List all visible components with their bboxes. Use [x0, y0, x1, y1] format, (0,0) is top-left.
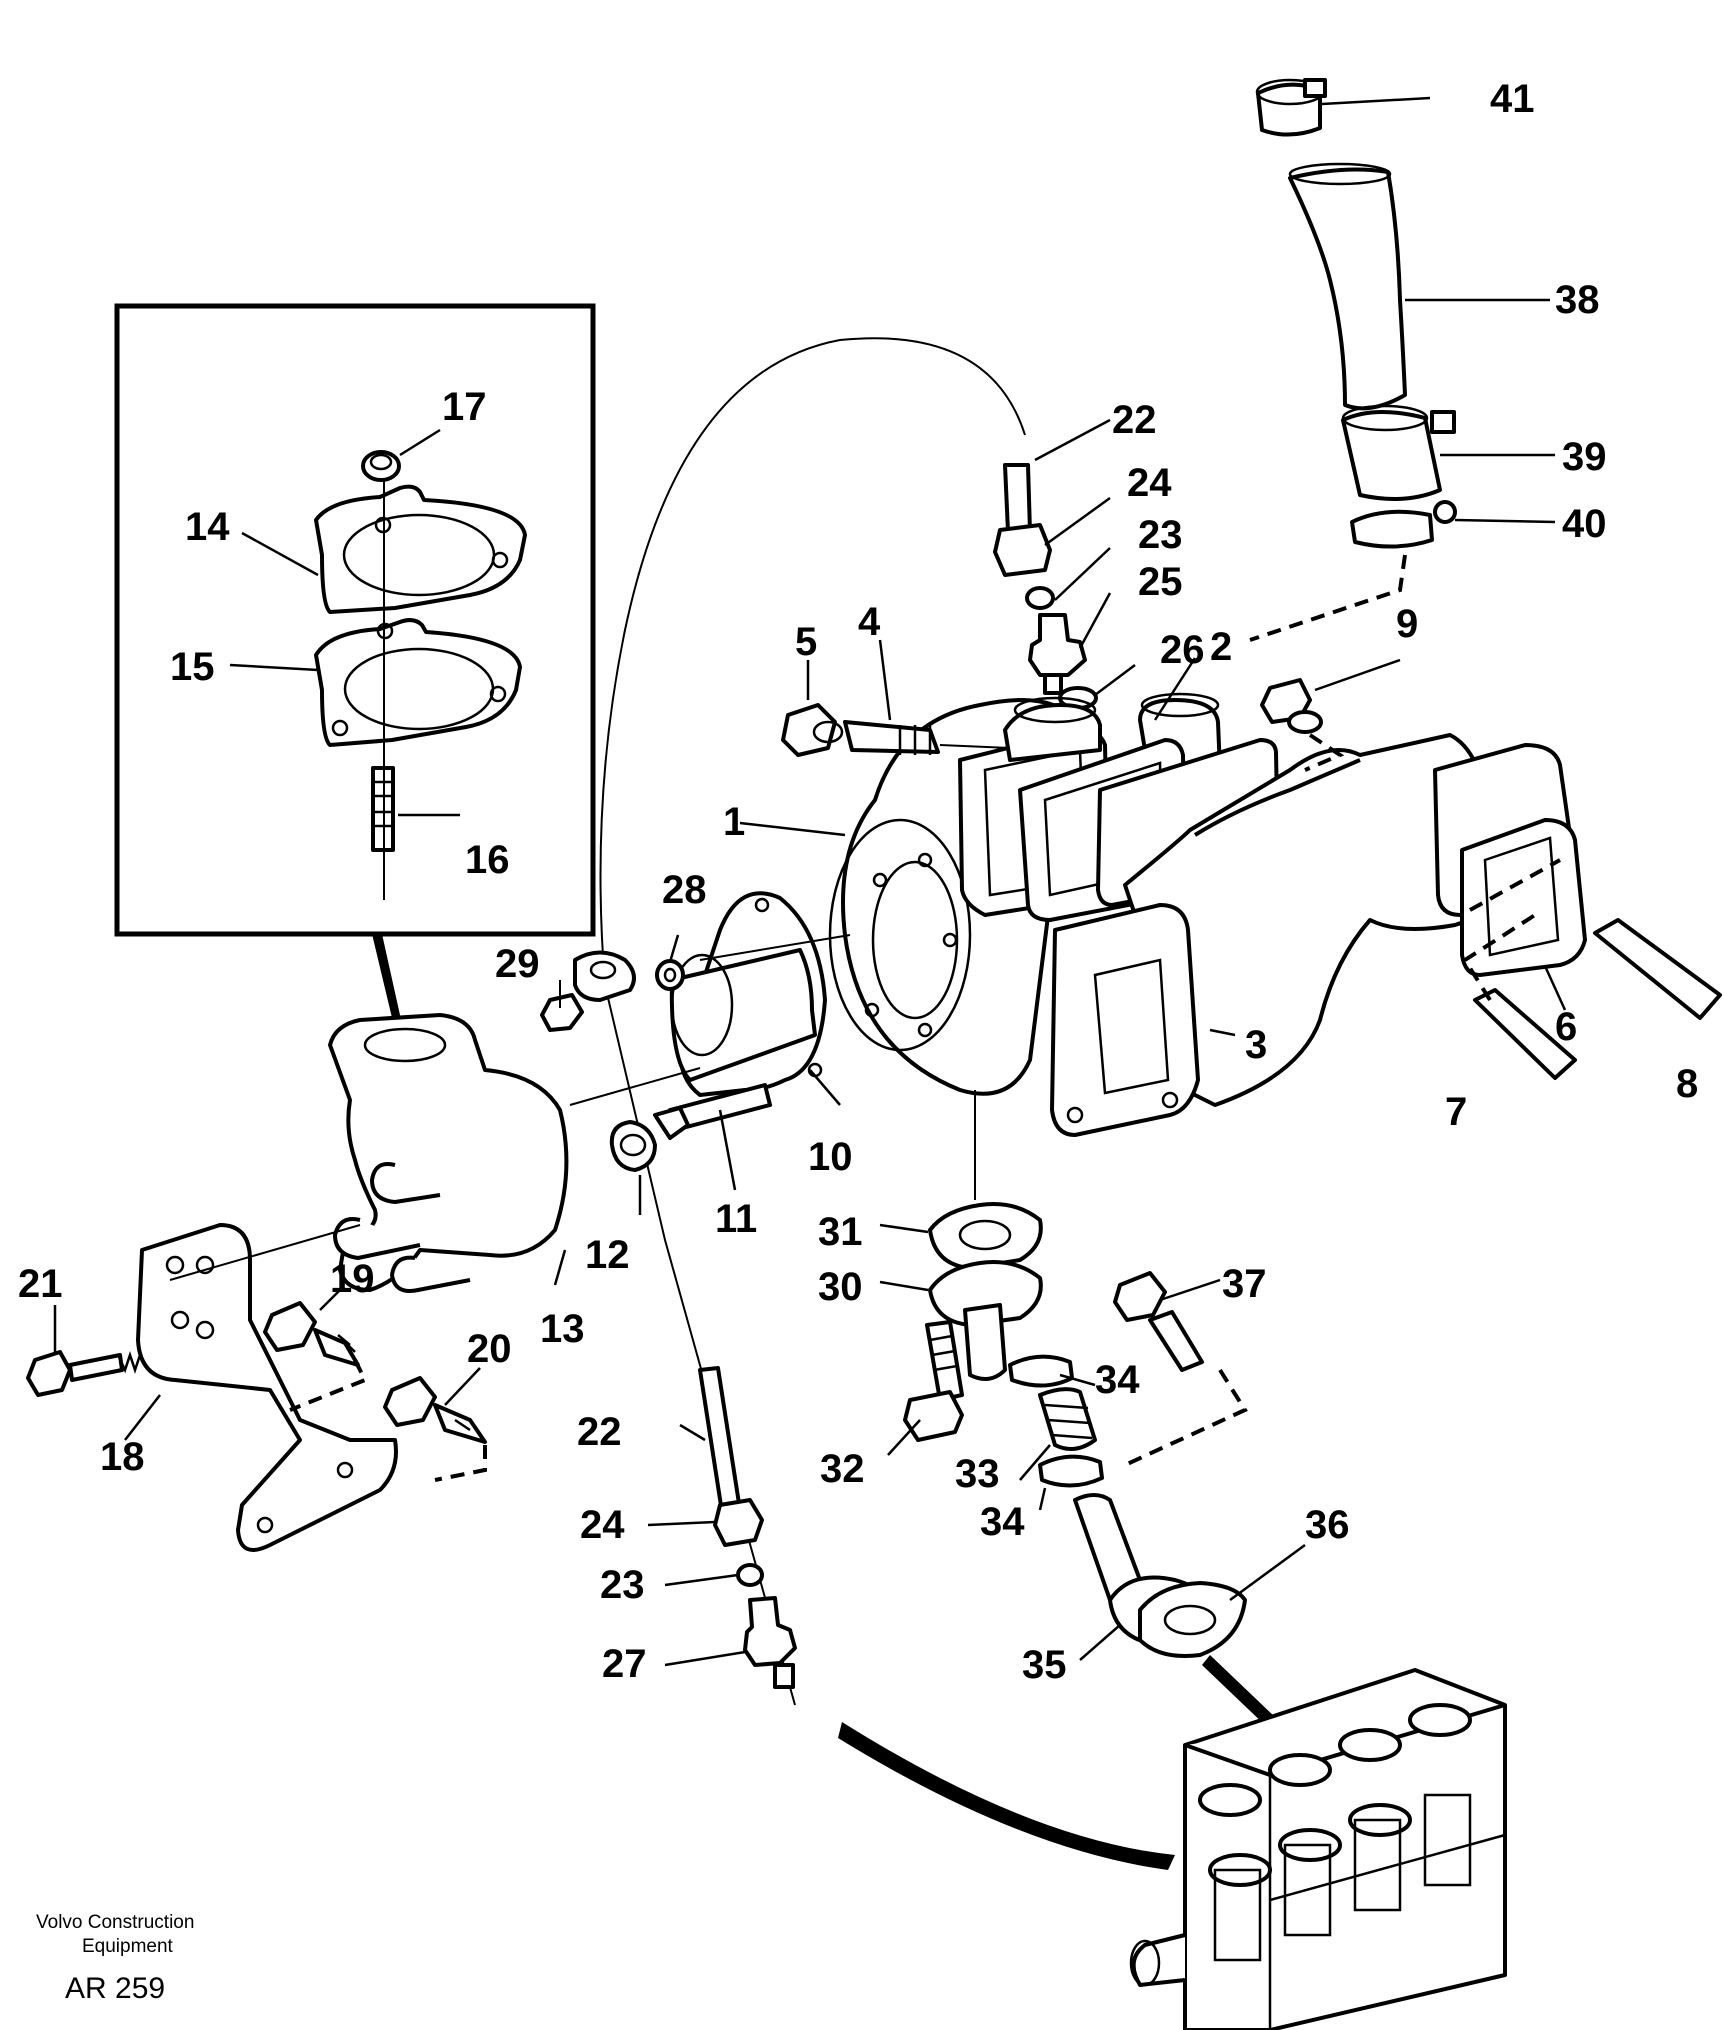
- footer-brand-line2: Equipment: [82, 1936, 174, 1957]
- callout-10: 10: [808, 1135, 853, 1179]
- callout-17: 17: [442, 385, 487, 429]
- callout-34-upper: 34: [1095, 1358, 1140, 1402]
- callout-41: 41: [1490, 77, 1535, 121]
- callout-31: 31: [818, 1210, 863, 1254]
- bracket-18: [26, 1223, 487, 1552]
- callout-11: 11: [715, 1197, 757, 1241]
- gasket-6: [1460, 818, 1587, 1011]
- lower-fittings: [647, 1366, 797, 1689]
- callout-7: 7: [1445, 1090, 1467, 1134]
- callout-29: 29: [495, 942, 540, 986]
- callout-33: 33: [955, 1452, 1000, 1496]
- callout-2: 2: [1210, 625, 1232, 669]
- callout-20: 20: [467, 1327, 512, 1371]
- callout-25: 25: [1138, 560, 1183, 604]
- callout-3: 3: [1245, 1023, 1267, 1067]
- callout-9: 9: [1396, 602, 1418, 646]
- callout-14: 14: [185, 505, 230, 549]
- callout-38: 38: [1555, 278, 1600, 322]
- callout-18: 18: [100, 1435, 145, 1479]
- callout-21: 21: [18, 1262, 63, 1306]
- callout-15: 15: [170, 645, 215, 689]
- callout-36: 36: [1305, 1503, 1350, 1547]
- callout-1: 1: [723, 800, 745, 844]
- callout-40: 40: [1562, 502, 1607, 546]
- callout-37: 37: [1222, 1262, 1267, 1306]
- callout-24-lower: 24: [580, 1503, 625, 1547]
- callout-23-lower: 23: [600, 1563, 645, 1607]
- elbow-13: [328, 1013, 569, 1293]
- callout-22-upper: 22: [1112, 398, 1157, 442]
- engine-block: [1129, 1668, 1507, 2030]
- callout-13: 13: [540, 1307, 585, 1351]
- callout-22-lower: 22: [577, 1410, 622, 1454]
- callout-4: 4: [858, 600, 881, 644]
- bolt-11-nut-12: [609, 1083, 772, 1215]
- callout-24-upper: 24: [1127, 461, 1172, 505]
- callout-8: 8: [1676, 1062, 1698, 1106]
- callout-12: 12: [585, 1233, 630, 1277]
- footer-brand-line1: Volvo Construction: [36, 1912, 194, 1933]
- clip-28-nut-29: [540, 934, 685, 1032]
- oil-return-assembly: [879, 1090, 1306, 1661]
- callout-5: 5: [795, 620, 817, 664]
- callout-16: 16: [465, 838, 510, 882]
- callout-30: 30: [818, 1265, 863, 1309]
- callout-34-lower: 34: [980, 1500, 1025, 1544]
- callout-39: 39: [1562, 435, 1607, 479]
- figure-code: AR 259: [65, 1972, 165, 2005]
- callout-26: 26: [1160, 628, 1205, 672]
- callout-19: 19: [330, 1257, 375, 1301]
- bolt-4-nut-5: [781, 639, 1011, 757]
- upper-pipe-group: [1249, 78, 1556, 642]
- callout-23-upper: 23: [1138, 513, 1183, 557]
- detail-inset: [114, 303, 596, 937]
- upper-fittings: [993, 418, 1136, 710]
- nut-9: [1260, 658, 1401, 772]
- callout-28: 28: [662, 868, 707, 912]
- adapter-10: [569, 891, 851, 1106]
- callout-32: 32: [820, 1447, 865, 1491]
- callout-27: 27: [602, 1642, 647, 1686]
- callout-6: 6: [1555, 1005, 1577, 1049]
- callout-35: 35: [1022, 1643, 1067, 1687]
- studs-7-8: [1462, 858, 1722, 1080]
